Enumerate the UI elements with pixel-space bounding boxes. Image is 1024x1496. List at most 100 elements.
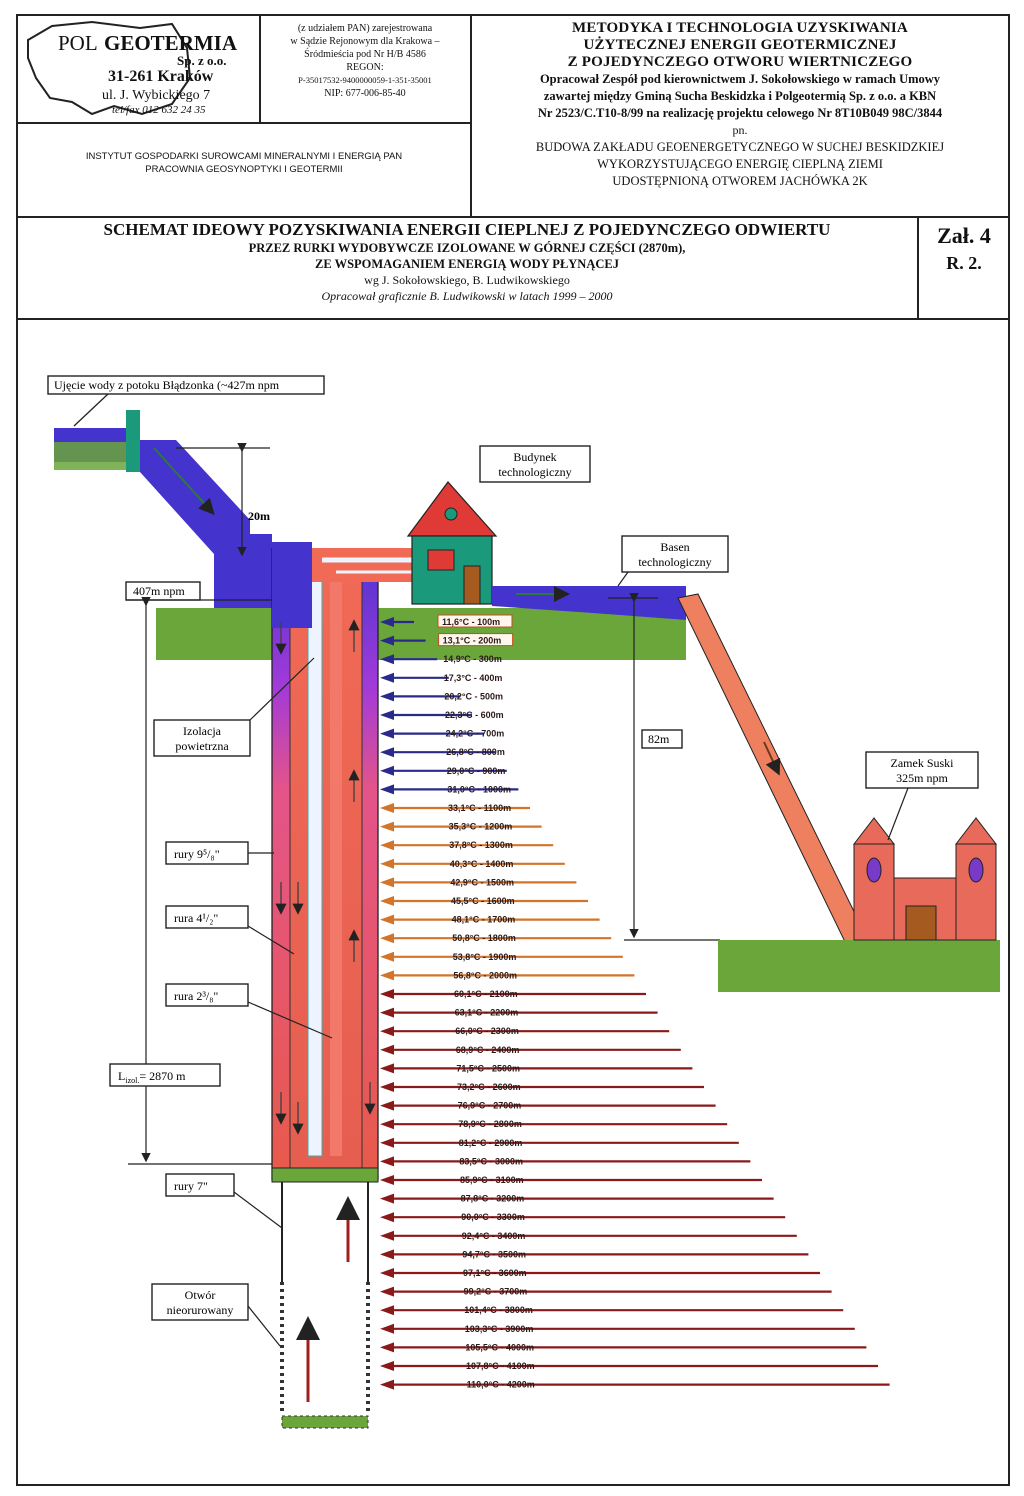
temperature-label: 26,8°C - 800m (446, 747, 505, 757)
attachment-ref: R. 2. (946, 253, 982, 273)
scheme-subtitle: PRZEZ RURKI WYDOBYWCZE IZOLOWANE W GÓRNE… (248, 241, 686, 255)
temperature-arrow-head (380, 1119, 394, 1130)
company-street: ul. J. Wybickiego 7 (102, 88, 211, 103)
castle-label-box (865, 751, 979, 789)
intake-structure (126, 410, 140, 472)
geothermal-diagram: Ujęcie wody z potoku Błądzonka (~427m np… (47, 375, 1000, 1429)
temperature-arrow-head (380, 970, 394, 981)
building-label: technologiczny (498, 465, 571, 479)
company-postcode: 31-261 Kraków (108, 68, 214, 85)
project-line: BUDOWA ZAKŁADU GEOENERGETYCZNEGO W SUCHE… (535, 140, 945, 154)
attachment-number: Zał. 4 (937, 223, 991, 248)
temperature-arrow-head (380, 784, 394, 795)
temperature-label: 71,5°C - 2500m (456, 1063, 520, 1073)
institute-line: INSTYTUT GOSPODARKI SUROWCAMI MINERALNYM… (85, 151, 403, 162)
open-hole-label-box (151, 1283, 249, 1321)
temperature-arrow-head (380, 1230, 394, 1241)
temperature-arrow-head (380, 1342, 394, 1353)
temperature-arrow-head (380, 1323, 394, 1334)
temperature-label: 13,1°C - 200m (443, 636, 502, 646)
temperature-arrow-head (380, 1175, 394, 1185)
scheme-title-block: SCHEMAT IDEOWY POZYSKIWANIA ENERGII CIEP… (18, 220, 916, 304)
intake-label: Ujęcie wody z potoku Błądzonka (~427m np… (54, 378, 280, 392)
registration-line: P-35017532-9400000059-1-351-35001 (298, 75, 432, 85)
header-vdivider-1 (259, 14, 261, 122)
pipe-958-label: rury 9⁵/₈" (174, 847, 220, 861)
registration-line: REGON: (346, 62, 384, 73)
temperature-arrow-head (380, 951, 394, 962)
header-divider-left (16, 122, 471, 124)
temperature-label: 110,0°C - 4200m (467, 1380, 535, 1390)
intake-ground (54, 442, 138, 470)
basin-label-box (621, 535, 729, 573)
scheme-graphic-credit: Opracował graficznie B. Ludwikowski w la… (321, 289, 613, 303)
temperature-label: 103,3°C - 3900m (465, 1324, 534, 1334)
project-line: UDOSTĘPNIONĄ OTWOREM JACHÓWKA 2K (612, 174, 868, 188)
insulation-leader (249, 657, 315, 721)
registration-line: NIP: 677-006-85-40 (324, 88, 406, 99)
insulation-label: powietrzna (175, 739, 229, 753)
temperature-label: 40,3°C - 1400m (450, 859, 514, 869)
temperature-label: 35,3°C - 1200m (449, 822, 513, 832)
castle-ground (718, 940, 1000, 992)
insulation-label-box (153, 719, 251, 757)
method-title-line: METODYKA I TECHNOLOGIA UZYSKIWANIA (572, 20, 908, 36)
pipe-412-label: rura 4¹/₂" (174, 911, 218, 925)
temperature-arrow-head (380, 1026, 394, 1037)
temperature-label: 50,8°C - 1800m (452, 933, 516, 943)
temperature-arrow-head (380, 1044, 394, 1055)
height-diff-label: 82m (648, 732, 670, 746)
institute-block: INSTYTUT GOSPODARKI SUROWCAMI MINERALNYM… (18, 150, 470, 176)
company-legal-form: Sp. z o.o. (177, 53, 227, 68)
temperature-arrow-head (380, 1212, 394, 1223)
hot-outflow-pipe (308, 548, 418, 582)
temperature-arrow-head (380, 765, 394, 776)
temperature-label: 63,1°C - 2200m (455, 1008, 519, 1018)
insulated-length-box (109, 1063, 221, 1087)
temperature-arrow-head (380, 933, 394, 944)
open-hole (280, 1182, 370, 1429)
temperature-label: 76,9°C - 2700m (458, 1101, 522, 1111)
temperature-arrow-head (380, 914, 394, 925)
temperature-label: 31,0°C - 1000m (447, 784, 511, 794)
title-vdivider (917, 216, 919, 318)
temperature-label: 83,5°C - 3000m (459, 1156, 523, 1166)
flow-arrow-chute (153, 447, 215, 515)
scheme-title: SCHEMAT IDEOWY POZYSKIWANIA ENERGII CIEP… (103, 220, 831, 239)
temperature-arrow-head (380, 617, 394, 627)
method-desc-line: zawartej między Gminą Sucha Beskidzka i … (543, 89, 937, 103)
title-divider (16, 318, 1010, 320)
castle-label: Zamek Suski (891, 756, 955, 770)
project-line: WYKORZYSTUJĄCEGO ENERGIĘ CIEPLNĄ ZIEMI (597, 157, 883, 171)
method-desc-line: Nr 2523/C.T10-8/99 na realizację projekt… (537, 106, 943, 120)
drop-label: 20m (248, 509, 270, 523)
temperature-arrow-head (380, 821, 394, 832)
temperature-arrow-head (380, 747, 394, 758)
temperature-arrow-head (380, 1193, 394, 1204)
company-name-left: POL (58, 31, 98, 55)
basin-label: Basen (660, 540, 689, 554)
method-desc-line: Opracował Zespół pod kierownictwem J. So… (539, 72, 941, 86)
open-hole-label: Otwór (185, 1288, 216, 1302)
temperature-arrow-head (380, 1361, 394, 1371)
well-production-annulus (290, 552, 362, 1168)
castle-label: 325m npm (896, 771, 948, 785)
temperature-arrow-head (380, 1137, 394, 1148)
insulated-length-label: Lizol.= 2870 m (118, 1069, 186, 1085)
building-door (463, 565, 481, 605)
temperature-arrow-head (380, 1379, 394, 1390)
air-insulation-layer (307, 549, 323, 1157)
scheme-subtitle: ZE WSPOMAGANIEM ENERGIĄ WODY PŁYNĄCEJ (315, 257, 619, 271)
temperature-arrow-head (380, 728, 394, 739)
temperature-label: 60,1°C - 2100m (454, 989, 518, 999)
attachment-block: Zał. 4 R. 2. (919, 222, 1009, 276)
temperature-label: 37,8°C - 1300m (449, 840, 513, 850)
building-window-round (444, 507, 458, 521)
temperature-label: 68,9°C - 2400m (456, 1045, 520, 1055)
temperature-arrow-head (380, 803, 394, 813)
temperature-arrow-head (380, 877, 394, 888)
scheme-authors: wg J. Sokołowskiego, B. Ludwikowskiego (364, 273, 570, 287)
pipe-7-label: rury 7" (174, 1179, 208, 1193)
inner-tubing (330, 550, 342, 1156)
methodology-block: METODYKA I TECHNOLOGIA UZYSKIWANIA UŻYTE… (472, 20, 1008, 190)
